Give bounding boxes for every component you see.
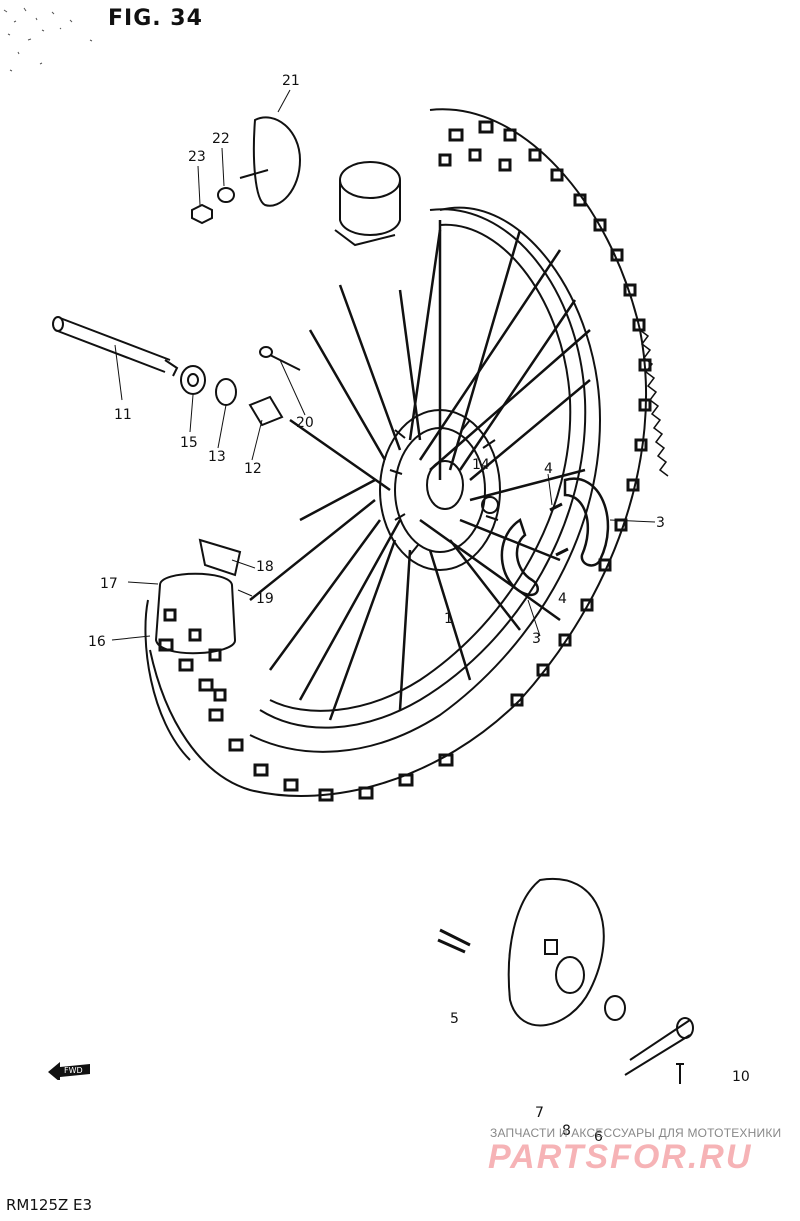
callout-14: 14 <box>472 457 490 473</box>
callout-10: 10 <box>732 1069 750 1085</box>
callout-20: 20 <box>296 415 314 431</box>
callout-23: 23 <box>188 149 206 165</box>
callout-16: 16 <box>88 634 106 650</box>
callout-18: 18 <box>256 559 274 575</box>
tire <box>149 108 669 802</box>
hub <box>379 409 501 571</box>
callout-12: 12 <box>244 461 262 477</box>
callout-19: 19 <box>256 591 274 607</box>
callout-6: 6 <box>594 1129 603 1145</box>
fwd-label: FWD <box>64 1066 83 1075</box>
tire-section <box>144 538 242 761</box>
axle-parts <box>180 365 284 427</box>
model-code: RM125Z E3 <box>6 1196 93 1214</box>
brake-panel <box>437 877 694 1084</box>
callout-13: 13 <box>208 449 226 465</box>
callout-3-lower: 3 <box>532 631 541 647</box>
rim-lock <box>191 116 302 225</box>
leader-lines <box>111 89 656 641</box>
callout-1: 1 <box>444 611 453 627</box>
callout-3-upper: 3 <box>656 515 665 531</box>
figure-title: FIG. 34 <box>108 6 203 31</box>
spokes <box>249 220 591 721</box>
callout-8: 8 <box>562 1123 571 1139</box>
callout-21: 21 <box>282 73 300 89</box>
tube-section <box>334 161 401 247</box>
callout-7: 7 <box>535 1105 544 1121</box>
rim <box>259 208 587 729</box>
callout-4-lower: 4 <box>558 591 567 607</box>
watermark-brand: PARTSFOR.RU <box>488 1138 753 1176</box>
callout-22: 22 <box>212 131 230 147</box>
callout-4-upper: 4 <box>544 461 553 477</box>
callout-15: 15 <box>180 435 198 451</box>
callout-17: 17 <box>100 576 118 592</box>
forward-arrow-icon: FWD <box>48 1062 90 1080</box>
scan-noise <box>3 7 93 72</box>
axle <box>52 316 179 377</box>
callout-5: 5 <box>450 1011 459 1027</box>
callout-11: 11 <box>114 407 132 423</box>
watermark-tagline: ЗАПЧАСТИ И АКСЕССУАРЫ ДЛЯ МОТОТЕХНИКИ <box>490 1126 782 1140</box>
brake-shoes <box>500 477 610 597</box>
spoke-nipple <box>259 346 301 371</box>
